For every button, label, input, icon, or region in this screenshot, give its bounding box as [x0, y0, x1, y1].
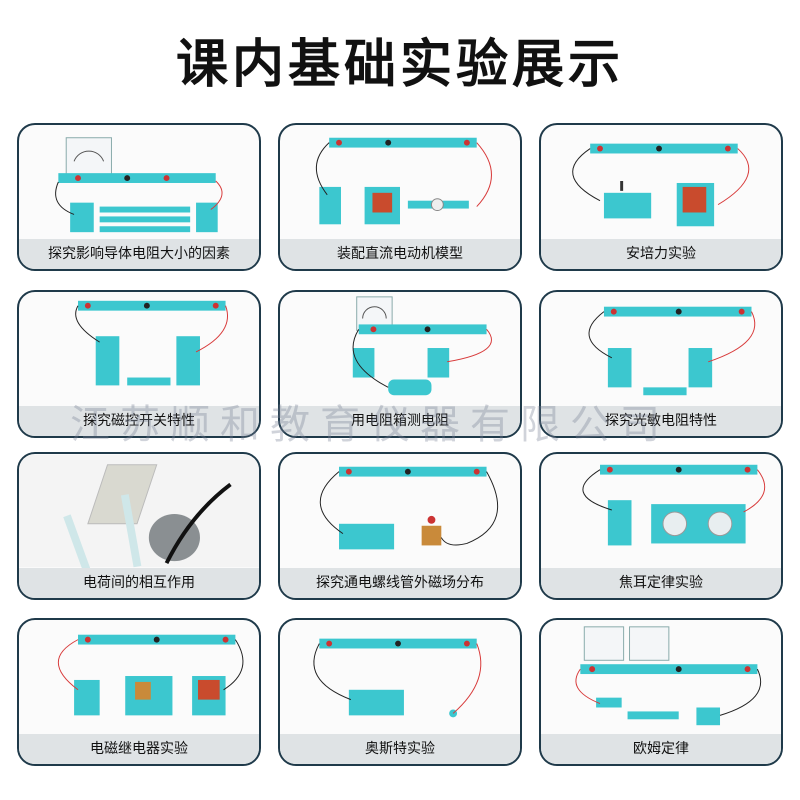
card-label: 欧姆定律 — [541, 734, 781, 764]
experiment-card[interactable]: 探究光敏电阻特性 — [539, 290, 783, 438]
resistance-experiment-image — [55, 137, 223, 233]
resistance-box-experiment-image — [352, 296, 492, 396]
ohm-law-experiment-image — [575, 626, 762, 726]
experiment-card[interactable]: 装配直流电动机模型 — [278, 123, 522, 271]
experiment-card[interactable]: 奥斯特实验 — [278, 618, 522, 766]
joule-law-experiment-image — [582, 464, 766, 546]
card-label: 奥斯特实验 — [280, 734, 520, 764]
experiment-card[interactable]: 电荷间的相互作用 — [17, 452, 261, 600]
experiment-card[interactable]: 电磁继电器实验 — [17, 618, 261, 766]
card-label: 探究影响导体电阻大小的因素 — [19, 239, 259, 269]
card-label: 电磁继电器实验 — [19, 734, 259, 764]
card-label: 电荷间的相互作用 — [19, 568, 259, 598]
relay-experiment-image — [58, 634, 244, 716]
oersted-experiment-image — [313, 638, 482, 718]
card-label: 焦耳定律实验 — [541, 568, 781, 598]
experiment-card[interactable]: 探究磁控开关特性 — [17, 290, 261, 438]
card-label: 探究通电螺线管外磁场分布 — [280, 568, 520, 598]
experiment-card[interactable]: 欧姆定律 — [539, 618, 783, 766]
experiment-card[interactable]: 安培力实验 — [539, 123, 783, 271]
card-label: 安培力实验 — [541, 239, 781, 269]
motor-experiment-image — [315, 137, 492, 225]
photoresistor-experiment-image — [588, 306, 756, 396]
page-title: 课内基础实验展示 — [175, 35, 624, 95]
card-label: 用电阻箱测电阻 — [280, 406, 520, 436]
solenoid-experiment-image — [319, 466, 499, 550]
charge-interaction-image — [19, 454, 259, 568]
reed-switch-experiment-image — [75, 300, 228, 386]
experiment-card[interactable]: 探究通电螺线管外磁场分布 — [278, 452, 522, 600]
experiment-card[interactable]: 焦耳定律实验 — [539, 452, 783, 600]
card-label: 装配直流电动机模型 — [280, 239, 520, 269]
ampere-experiment-image — [572, 143, 750, 227]
experiment-card[interactable]: 探究影响导体电阻大小的因素 — [17, 123, 261, 271]
card-label: 探究磁控开关特性 — [19, 406, 259, 436]
experiment-card[interactable]: 用电阻箱测电阻 — [278, 290, 522, 438]
card-label: 探究光敏电阻特性 — [541, 406, 781, 436]
